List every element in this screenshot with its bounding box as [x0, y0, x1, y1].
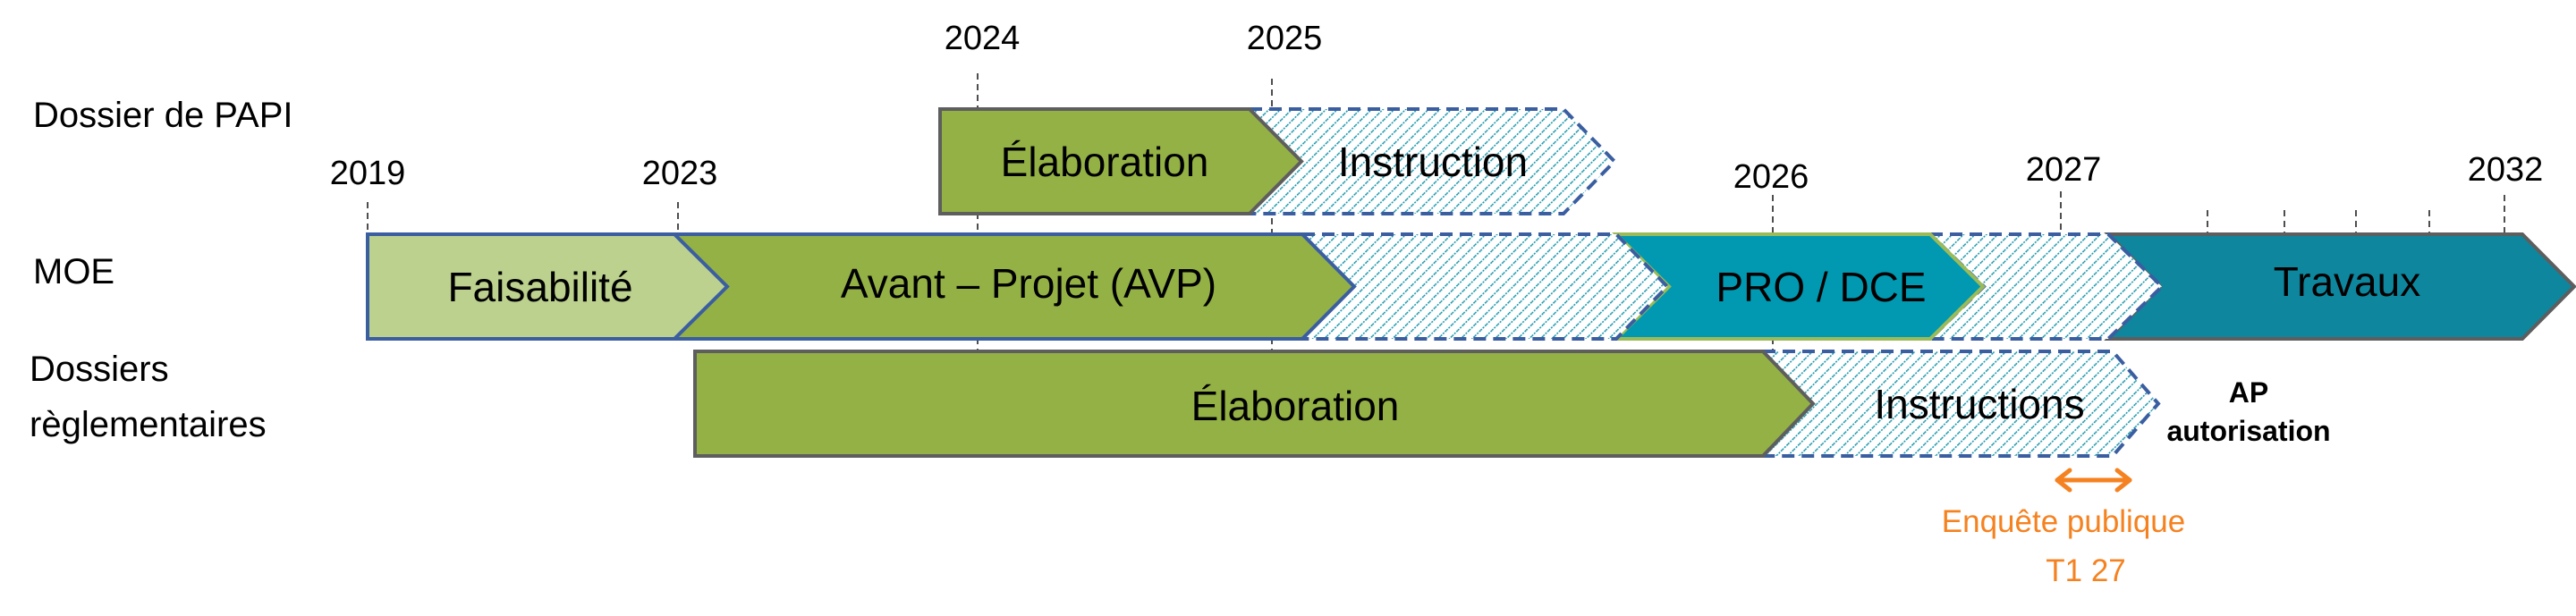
year-label-2032: 2032: [2468, 151, 2544, 189]
year-label-2026: 2026: [1733, 158, 1809, 196]
enquete-date-label: T1 27: [2046, 553, 2126, 588]
moe-pro-dce-label: PRO / DCE: [1716, 264, 1926, 310]
year-label-2019: 2019: [330, 155, 406, 192]
moe-travaux-label: Travaux: [2274, 258, 2420, 305]
dossiers-elaboration-chevron: [693, 350, 1816, 458]
papi-elaboration-label: Élaboration: [1001, 139, 1209, 185]
enquete-publique-label: Enquête publique: [1942, 504, 2185, 539]
phase-shapes: [366, 107, 2576, 458]
dossiers-instructions-label: Instructions: [1874, 381, 2084, 427]
row-label-dossiers-line2: règlementaires: [30, 405, 267, 444]
row-label-dossiers-line1: Dossiers: [30, 350, 169, 389]
autorisation-label: autorisation: [2166, 415, 2330, 447]
row-label-moe: MOE: [33, 252, 114, 291]
moe-avp-label: Avant – Projet (AVP): [841, 260, 1216, 307]
moe-hatched-1-chevron: [1298, 232, 1670, 341]
dossiers-elaboration-label: Élaboration: [1191, 383, 1400, 429]
row-label-papi: Dossier de PAPI: [33, 96, 293, 135]
year-label-2027: 2027: [2026, 151, 2102, 189]
ap-label: AP: [2229, 376, 2268, 409]
year-label-2024: 2024: [945, 20, 1021, 57]
moe-faisabilite-chevron: [366, 232, 730, 341]
year-label-2025: 2025: [1247, 20, 1323, 57]
papi-elaboration-chevron: [938, 107, 1304, 215]
papi-instruction-label: Instruction: [1338, 139, 1528, 185]
double-arrow-icon: [2055, 468, 2132, 493]
year-label-2023: 2023: [642, 155, 718, 192]
moe-faisabilite-label: Faisabilité: [447, 264, 632, 310]
moe-pro-dce-chevron: [1612, 232, 1986, 341]
